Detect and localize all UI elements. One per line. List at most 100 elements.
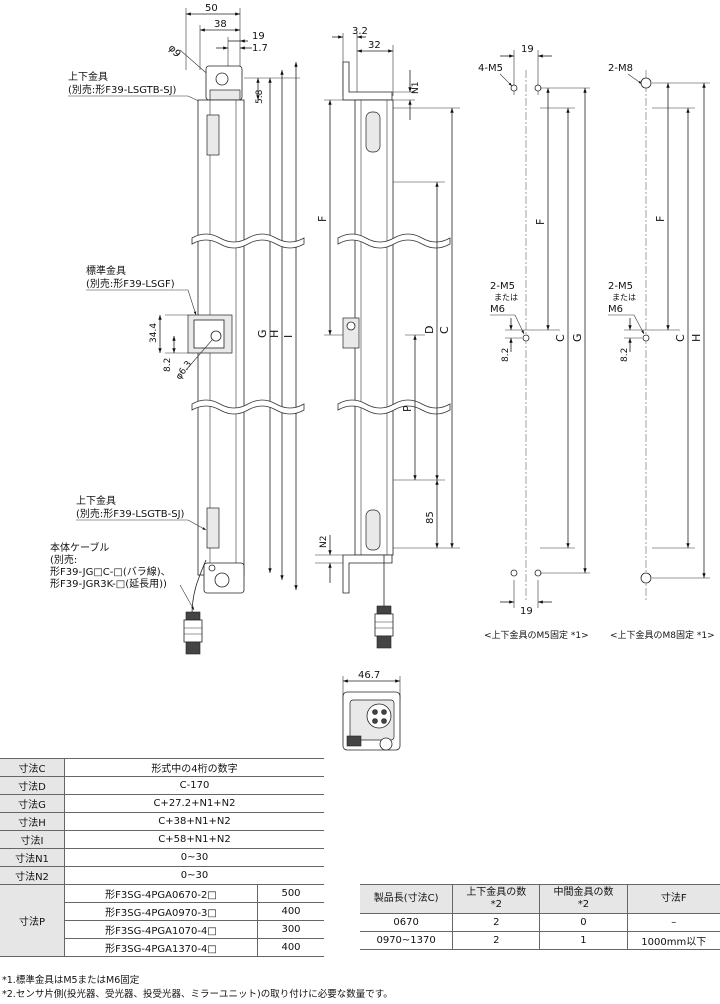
dim-1-7: 1.7 bbox=[252, 43, 268, 54]
m8-hole-view: 2-M8 2-M5 または M6 8.2 F C H bbox=[608, 63, 710, 600]
dim-P: P bbox=[401, 405, 414, 412]
label-m6-m8: M6 bbox=[608, 304, 623, 315]
dim-phi9: φ9 bbox=[166, 43, 183, 60]
header-upper: 上下金具の数*2 bbox=[452, 884, 540, 914]
dim-C-m8: C bbox=[674, 334, 687, 342]
table-header-row: 製品長(寸法C) 上下金具の数*2 中間金具の数*2 寸法F bbox=[360, 884, 720, 914]
dim-C-m5: C bbox=[554, 334, 567, 342]
label-cable-2: (別売: bbox=[50, 553, 77, 566]
dim-H-m8: H bbox=[690, 334, 703, 342]
label-m6: M6 bbox=[490, 304, 505, 315]
label-upper-bracket-sub: (別売:形F39-LSGTB-SJ) bbox=[68, 83, 177, 96]
dim-50: 50 bbox=[205, 3, 218, 14]
label-upper-bracket: 上下金具 bbox=[68, 70, 108, 83]
dim-8-2-front: 8.2 bbox=[163, 358, 173, 372]
table-row: 形F3SG-4PGA1070-4□300 bbox=[0, 920, 324, 939]
dim-34-4: 34.4 bbox=[149, 323, 159, 343]
header-middle-note: *2 bbox=[577, 899, 590, 910]
label-4-m5: 4-M5 bbox=[478, 63, 503, 74]
label-lower-bracket: 上下金具 bbox=[76, 494, 116, 507]
label-or-m8: または bbox=[612, 293, 636, 302]
label-lower-bracket-sub: (別売:形F39-LSGTB-SJ) bbox=[76, 507, 185, 520]
note-1: *1.標準金具はM5またはM6固定 bbox=[2, 975, 140, 986]
dim-F-side: F bbox=[316, 216, 329, 222]
dim-8-2-m5: 8.2 bbox=[501, 348, 511, 362]
end-view: 46.7 bbox=[342, 670, 401, 751]
header-upper-note: *2 bbox=[490, 899, 502, 910]
dim-value: 形式中の4桁の数字 bbox=[64, 758, 324, 777]
dim-19-top: 19 bbox=[521, 44, 534, 55]
dim-label: 寸法N2 bbox=[0, 866, 65, 885]
dimension-drawing: 50 38 19 1.7 φ9 上下金具 (別売:形F39-LSGTB-SJ) … bbox=[50, 3, 715, 751]
side-view: 3.2 32 N1 F D C bbox=[315, 26, 460, 649]
cell-middle: 0 bbox=[539, 913, 628, 932]
dim-label: 寸法H bbox=[0, 812, 65, 831]
dim-8-2-m8: 8.2 bbox=[620, 348, 630, 362]
front-view: 50 38 19 1.7 φ9 上下金具 (別売:形F39-LSGTB-SJ) … bbox=[50, 3, 305, 655]
label-cable-1: 本体ケーブル bbox=[50, 541, 109, 554]
dim-label: 寸法I bbox=[0, 830, 65, 849]
dim-phi6-3: φ6.3 bbox=[174, 359, 194, 381]
dim-32: 32 bbox=[368, 40, 381, 51]
dim-I-front: I bbox=[282, 335, 295, 338]
dim-value: C+38+N1+N2 bbox=[64, 812, 324, 831]
label-std-bracket: 標準金具 bbox=[86, 264, 126, 277]
dim-label: 寸法C bbox=[0, 758, 65, 777]
model-cell: 形F3SG-4PGA1070-4□ bbox=[64, 920, 258, 939]
cell-middle: 1 bbox=[539, 931, 628, 950]
dim-value: 0~30 bbox=[64, 866, 324, 885]
model-cell: 形F3SG-4PGA0670-2□ bbox=[64, 884, 258, 903]
model-cell: 形F3SG-4PGA0970-3□ bbox=[64, 902, 258, 921]
dim-value: C-170 bbox=[64, 776, 324, 795]
cell-upper: 2 bbox=[452, 931, 540, 950]
label-cable-4: 形F39-JGR3K-□(延長用)) bbox=[50, 578, 167, 590]
table-row: 形F3SG-4PGA1370-4□400 bbox=[0, 938, 324, 957]
dim-value: 0~30 bbox=[64, 848, 324, 867]
dim-N1: N1 bbox=[411, 82, 421, 94]
dim-value: C+58+N1+N2 bbox=[64, 830, 324, 849]
dim-3-2: 3.2 bbox=[352, 26, 368, 37]
label-cable-3: 形F39-JG□C-□(バラ線)、 bbox=[50, 565, 171, 578]
note-2: *2.センサ片側(投光器、受光器、投受光器、ミラーユニット)の取り付けに必要な数… bbox=[2, 989, 393, 1000]
dim-label: 寸法D bbox=[0, 776, 65, 795]
dim-85: 85 bbox=[425, 511, 436, 524]
dim-G-front: G bbox=[256, 329, 269, 338]
label-std-bracket-sub: (別売:形F39-LSGF) bbox=[86, 277, 175, 290]
header-middle: 中間金具の数*2 bbox=[539, 884, 628, 914]
table-row: 0670 2 0 – bbox=[360, 913, 720, 932]
model-cell: 形F3SG-4PGA1370-4□ bbox=[64, 938, 258, 957]
dim-label: 寸法N1 bbox=[0, 848, 65, 867]
p-value: 400 bbox=[257, 902, 324, 921]
dim-G-m5: G bbox=[571, 333, 584, 342]
cell-length: 0970~1370 bbox=[360, 931, 453, 950]
dim-19-bottom: 19 bbox=[520, 606, 533, 617]
label-2-m5: 2-M5 bbox=[490, 281, 515, 292]
p-value: 400 bbox=[257, 938, 324, 957]
table-row: 形F3SG-4PGA0970-3□400 bbox=[0, 902, 324, 921]
header-upper-text: 上下金具の数 bbox=[466, 887, 527, 898]
cell-f: – bbox=[626, 913, 720, 932]
bracket-count-table: 製品長(寸法C) 上下金具の数*2 中間金具の数*2 寸法F 0670 2 0 … bbox=[360, 884, 720, 950]
cell-f: 1000mm以下 bbox=[626, 931, 720, 950]
dim-H-front: H bbox=[268, 330, 281, 338]
caption-m5: <上下金具のM5固定 *1> bbox=[484, 629, 589, 641]
dim-5-8: 5.8 bbox=[255, 89, 265, 104]
p-value: 300 bbox=[257, 920, 324, 939]
caption-m8: <上下金具のM8固定 *1> bbox=[610, 629, 715, 641]
cell-length: 0670 bbox=[360, 913, 453, 932]
label-or: または bbox=[494, 293, 518, 302]
dim-value: C+27.2+N1+N2 bbox=[64, 794, 324, 813]
dim-46-7: 46.7 bbox=[358, 670, 380, 681]
dim-19: 19 bbox=[252, 31, 265, 42]
table-row: 0970~1370 2 1 1000mm以下 bbox=[360, 931, 720, 950]
cell-upper: 2 bbox=[452, 913, 540, 932]
dim-label-p: 寸法P bbox=[0, 884, 65, 957]
dim-F-m5: F bbox=[534, 219, 547, 225]
